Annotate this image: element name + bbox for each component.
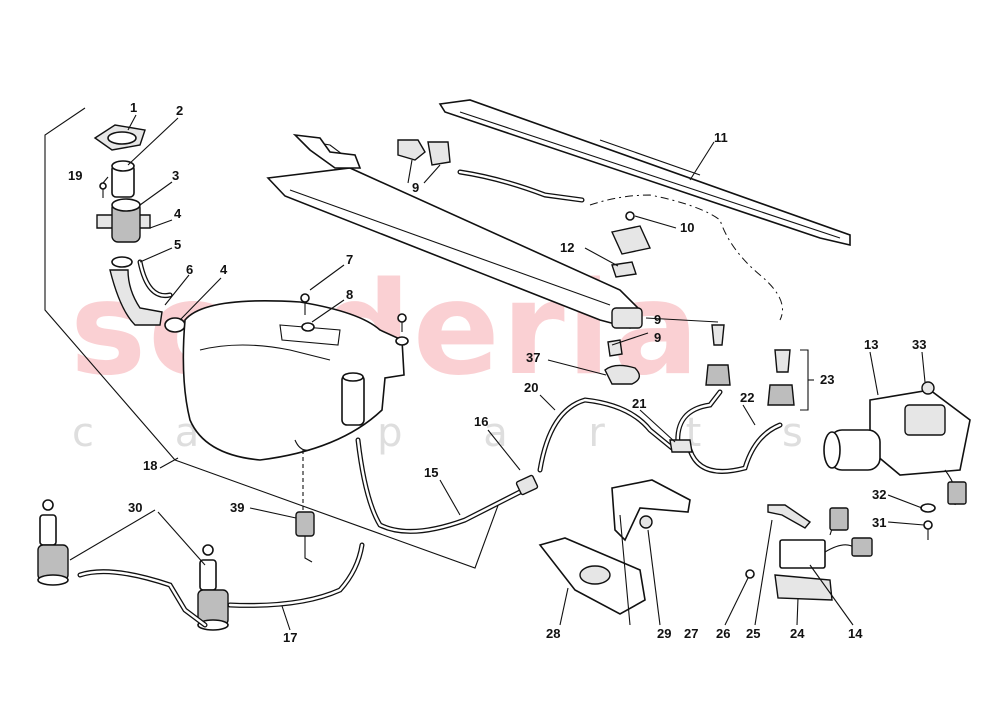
callout-1: 1 xyxy=(130,100,137,115)
headlamp-hose-a xyxy=(77,569,208,628)
washer-reservoir xyxy=(182,300,405,461)
washer-jet-left xyxy=(705,364,731,386)
callout-10: 10 xyxy=(680,220,694,235)
headlamp-pump-right xyxy=(197,544,229,631)
callout-19: 19 xyxy=(68,168,82,183)
callout-5: 5 xyxy=(174,237,181,252)
callout-8: 8 xyxy=(346,287,353,302)
group-bracket-left xyxy=(44,107,176,461)
callout-25: 25 xyxy=(746,626,760,641)
filler-neck xyxy=(96,198,151,243)
callout-39: 39 xyxy=(230,500,244,515)
hose-clamp xyxy=(111,256,133,268)
washer-hose-20 xyxy=(537,397,675,473)
grommet-26 xyxy=(745,569,755,579)
callout-37: 37 xyxy=(526,350,540,365)
clip-25 xyxy=(767,504,812,529)
callout-6: 6 xyxy=(186,262,193,277)
wiper-blade xyxy=(438,99,851,247)
callout-22: 22 xyxy=(740,390,754,405)
relay-bracket xyxy=(774,574,833,601)
relay-box xyxy=(779,539,826,569)
wiper-motor xyxy=(823,389,971,506)
callout-9b: 9 xyxy=(654,312,661,327)
callout-31: 31 xyxy=(872,515,886,530)
callout-9a: 9 xyxy=(412,180,419,195)
callout-20: 20 xyxy=(524,380,538,395)
washer-hose-15 xyxy=(355,437,523,534)
motor-nut xyxy=(921,381,935,395)
callout-15: 15 xyxy=(424,465,438,480)
callout-4b: 4 xyxy=(220,262,228,277)
washer-32 xyxy=(920,503,936,513)
callout-29: 29 xyxy=(657,626,671,641)
callout-27: 27 xyxy=(684,626,698,641)
sweep-path xyxy=(589,194,783,321)
linkage-pivot xyxy=(611,307,643,329)
callout-11: 11 xyxy=(714,130,728,145)
callout-26: 26 xyxy=(716,626,730,641)
headlamp-pump-left xyxy=(37,499,69,586)
callout-4: 4 xyxy=(174,206,182,221)
callout-23: 23 xyxy=(820,372,834,387)
callout-21: 21 xyxy=(632,396,646,411)
linkage-clip xyxy=(397,139,426,161)
callout-9c: 9 xyxy=(654,330,661,345)
callout-28: 28 xyxy=(546,626,560,641)
callout-17: 17 xyxy=(283,630,297,645)
hose-connector xyxy=(515,474,539,496)
callout-2: 2 xyxy=(176,103,183,118)
callout-32: 32 xyxy=(872,487,886,502)
filler-tube xyxy=(111,160,135,198)
wiper-linkage xyxy=(266,167,641,329)
callout-33: 33 xyxy=(912,337,926,352)
mounting-bracket-27 xyxy=(611,479,691,542)
callout-13: 13 xyxy=(864,337,878,352)
callout-16: 16 xyxy=(474,414,488,429)
callout-18: 18 xyxy=(143,458,157,473)
callout-3: 3 xyxy=(172,168,179,183)
callout-30: 30 xyxy=(128,500,142,515)
filler-cap xyxy=(93,124,146,151)
washer-jet-right xyxy=(767,384,795,406)
screw-31 xyxy=(923,520,933,530)
callout-12: 12 xyxy=(560,240,574,255)
callout-7: 7 xyxy=(346,252,353,267)
washer-pump xyxy=(295,511,315,537)
spindle-cap xyxy=(611,225,651,255)
headlamp-hose-17 xyxy=(227,542,365,608)
jet-cover xyxy=(604,364,640,385)
bolt-29 xyxy=(639,515,653,529)
group-bracket-bottom xyxy=(174,459,501,569)
t-connector xyxy=(669,439,693,453)
filler-hose xyxy=(109,269,163,326)
callout-14: 14 xyxy=(848,626,863,641)
callout-24: 24 xyxy=(790,626,805,641)
